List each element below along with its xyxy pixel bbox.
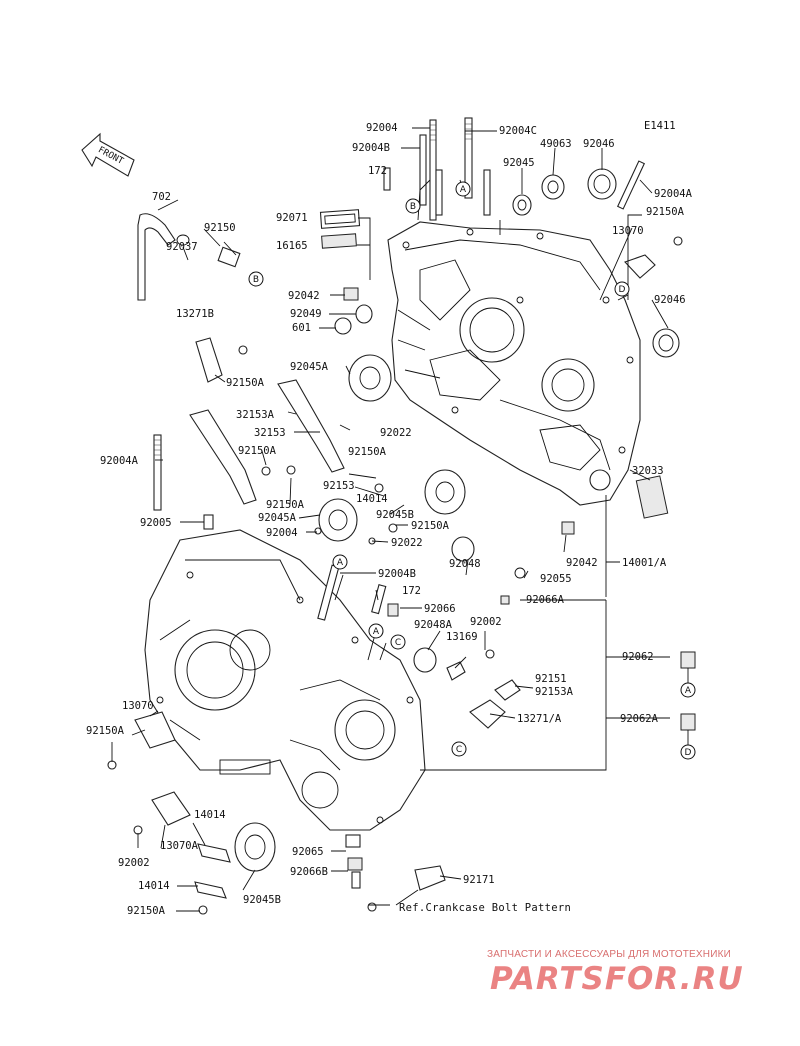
part-label: 14014 [356, 493, 388, 505]
part-label: 32033 [632, 465, 664, 477]
callout-a-top: A [460, 185, 467, 195]
bearings [234, 168, 680, 872]
part-label: 92153A [535, 686, 574, 698]
part-label: 92071 [276, 212, 308, 224]
part-label: 92004A [100, 455, 139, 467]
part-label: 92004B [352, 142, 390, 154]
part-label: 92055 [540, 573, 572, 585]
part-label: 14001/A [622, 557, 667, 569]
part-label: 92004 [366, 122, 398, 134]
part-label: 92066 [424, 603, 456, 615]
part-label: 92062 [622, 651, 654, 663]
part-label: 92022 [380, 427, 412, 439]
part-label: 13271/A [517, 713, 562, 725]
callout-markers: A B B D A A C C A D [248, 181, 696, 760]
front-arrow-icon: FRONT [81, 132, 135, 177]
part-label: 92150A [411, 520, 450, 532]
part-label: 92171 [463, 874, 495, 886]
callout-b-top: B [410, 202, 416, 212]
part-label: 92150A [86, 725, 125, 737]
watermark-tagline: ЗАПЧАСТИ И АКСЕССУАРЫ ДЛЯ МОТОТЕХНИКИ [487, 949, 732, 960]
part-label: 13070A [160, 840, 199, 852]
part-label: 92046 [583, 138, 615, 150]
part-label: 14014 [138, 880, 170, 892]
part-label: 92022 [391, 537, 423, 549]
part-label: 92002 [118, 857, 150, 869]
callout-a-low: A [373, 627, 380, 637]
part-label: 92066B [290, 866, 328, 878]
misc-parts [107, 209, 696, 915]
part-label: 13070 [612, 225, 644, 237]
part-label: 92002 [470, 616, 502, 628]
part-label: 32153 [254, 427, 286, 439]
part-label: 92045A [258, 512, 297, 524]
part-label: 13070 [122, 700, 154, 712]
part-label: 92004 [266, 527, 298, 539]
part-label: 92150A [348, 446, 387, 458]
part-label: 92004C [499, 125, 537, 137]
callout-b-left: B [253, 275, 259, 285]
part-label: 92004B [378, 568, 416, 580]
part-label: 172 [368, 165, 387, 177]
part-label: 92150A [266, 499, 305, 511]
leader-lines [111, 127, 670, 912]
part-label: 92045B [376, 509, 414, 521]
part-label: 92045A [290, 361, 329, 373]
lower-crankcase [144, 529, 426, 831]
upper-crankcase [387, 221, 641, 506]
part-label: 92150A [226, 377, 265, 389]
part-label: 92037 [166, 241, 198, 253]
part-label: 92151 [535, 673, 567, 685]
part-label: 13169 [446, 631, 478, 643]
part-label: 92066A [526, 594, 565, 606]
part-label: 92150 [204, 222, 236, 234]
part-label: 702 [152, 191, 171, 203]
part-label: 92153 [323, 480, 355, 492]
part-label: 92005 [140, 517, 172, 529]
callout-c-low: C [456, 745, 462, 755]
part-label: 92046 [654, 294, 686, 306]
part-label: 92049 [290, 308, 322, 320]
part-label: 92048A [414, 619, 453, 631]
part-label: 92150A [238, 445, 277, 457]
diagram-code: E1411 [644, 120, 676, 132]
studs [153, 117, 646, 621]
part-label: 92004A [654, 188, 693, 200]
part-label: 92065 [292, 846, 324, 858]
part-label: 92062A [620, 713, 659, 725]
part-label: 92048 [449, 558, 481, 570]
part-label: 92045 [503, 157, 535, 169]
part-label: 32153A [236, 409, 275, 421]
callout-d-low: D [685, 748, 692, 758]
callout-c-mid: C [395, 638, 401, 648]
part-label: 16165 [276, 240, 308, 252]
watermark-logo: PARTSFOR.RU [490, 961, 744, 997]
part-label: 14014 [194, 809, 226, 821]
reference-note: Ref.Crankcase Bolt Pattern [399, 902, 571, 914]
part-label: 601 [292, 322, 311, 334]
part-label: 49063 [540, 138, 572, 150]
part-label: 92150A [127, 905, 166, 917]
part-label: 13271B [176, 308, 214, 320]
callout-a-mid: A [337, 558, 344, 568]
callout-d-right: D [619, 285, 626, 295]
part-label: 92045B [243, 894, 281, 906]
part-labels: E1411 92004 92004B 92004C 49063 92046 92… [86, 120, 693, 917]
callout-a-right: A [685, 686, 692, 696]
part-label: 92150A [646, 206, 685, 218]
part-label: 172 [402, 585, 421, 597]
part-label: 92042 [566, 557, 598, 569]
part-label: 92042 [288, 290, 320, 302]
